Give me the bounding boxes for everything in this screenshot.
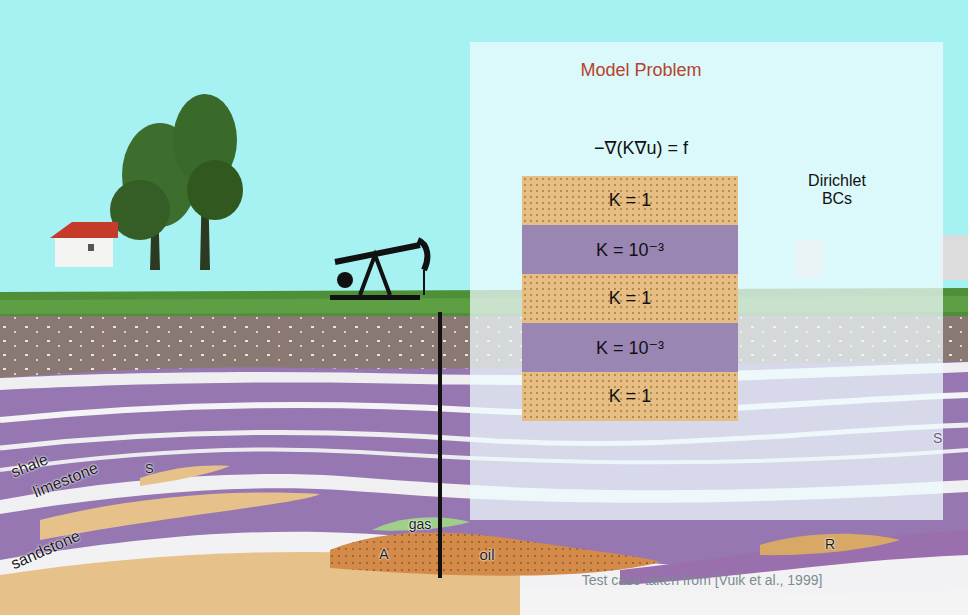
- formation-letter: R: [825, 536, 835, 552]
- conductivity-label: K = 10⁻³: [596, 239, 664, 261]
- conductivity-label: K = 1: [609, 288, 652, 309]
- boundary-note: Dirichlet BCs: [795, 172, 879, 209]
- formation-letter: A: [379, 546, 388, 562]
- panel-title: Model Problem: [580, 60, 701, 81]
- source-note: Test case taken from [Vuik et al., 1999]: [582, 572, 823, 588]
- conductivity-label: K = 1: [609, 190, 652, 211]
- sand-layer-band: K = 1: [522, 176, 738, 225]
- shale-layer-band: K = 10⁻³: [522, 323, 738, 372]
- sand-layer-band: K = 1: [522, 274, 738, 323]
- conductivity-label: K = 1: [609, 386, 652, 407]
- reservoir-label: oil: [479, 546, 494, 563]
- formation-letter: S: [145, 462, 154, 477]
- conductivity-label: K = 10⁻³: [596, 337, 664, 359]
- sand-layer-band: K = 1: [522, 372, 738, 421]
- shale-layer-band: K = 10⁻³: [522, 225, 738, 274]
- formation-letter: S: [933, 430, 942, 446]
- reservoir-label: gas: [409, 516, 432, 532]
- equation: −∇(K∇u) = f: [594, 138, 688, 159]
